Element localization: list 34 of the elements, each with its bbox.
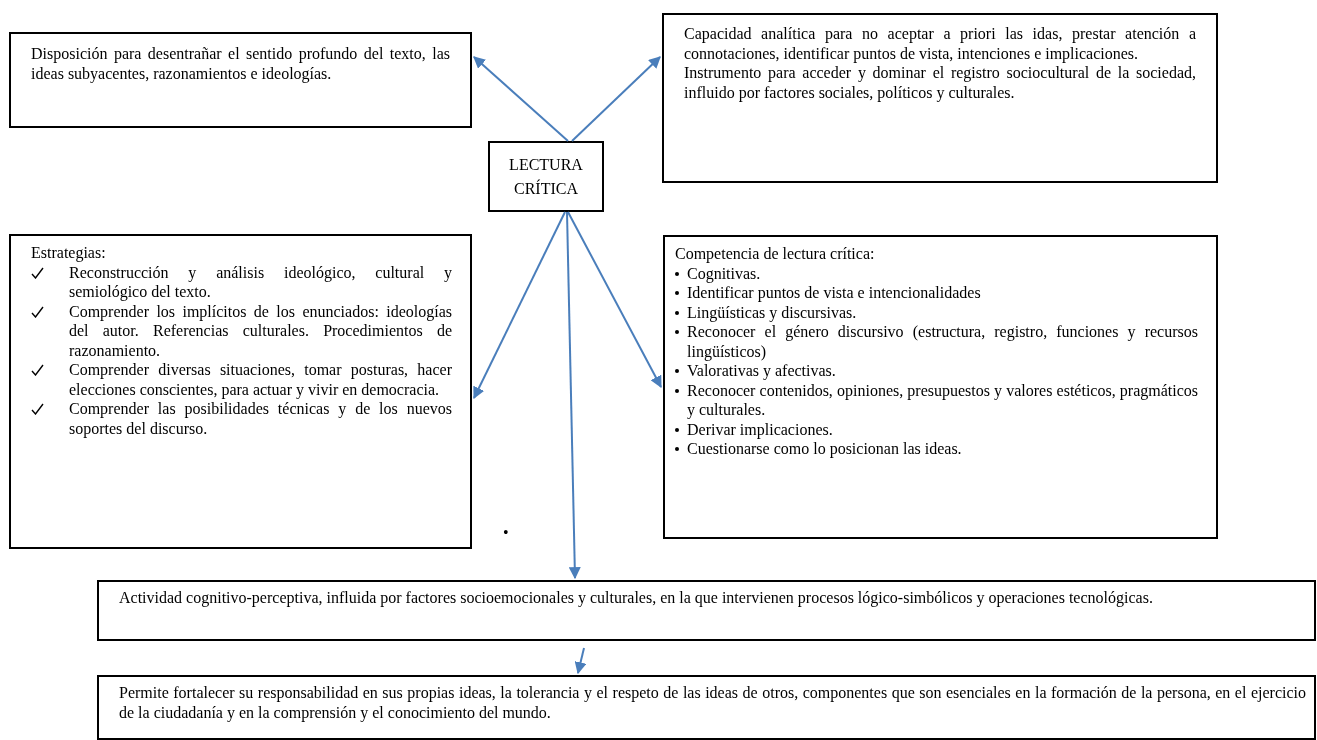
paragraph: Capacidad analítica para no aceptar a priori las idas, prestar atención a connotaciones, identificar puntos de vista, intenciones e implicaciones. [684, 24, 1196, 63]
arrow [574, 647, 587, 675]
list-item: Cuestionarse como lo posicionan las ideas. [687, 439, 963, 459]
list-item: Comprender las posibilidades técnicas y de los nuevos soportes del discurso. [69, 399, 452, 438]
text-box [97, 675, 1316, 740]
arrow [473, 211, 566, 400]
text-box [97, 580, 1316, 641]
list-item: Reconocer el género discursivo (estructura, registro, funciones y recursos lingüísticos) [687, 322, 1198, 361]
list-item: Reconocer contenidos, opiniones, presupuestos y valores estéticos, pragmáticos y culturales. [687, 380, 1198, 420]
text-box [662, 13, 1218, 183]
stray-mark: • [503, 523, 509, 543]
list-item: Reconstrucción y análisis ideológico, cultural y semiológico del texto. [69, 262, 452, 302]
paragraph: Disposición para desentrañar el sentido profundo del texto, las ideas subyacentes, razonamientos e ideologías. [31, 44, 450, 83]
text-box [9, 234, 472, 549]
arrow [566, 211, 581, 580]
node-title: LECTURA CRÍTICA [508, 155, 584, 199]
text-box [663, 235, 1218, 539]
paragraph: Permite fortalecer su responsabilidad en sus propias ideas, la tolerancia y el respeto de las ideas de otros, componentes que son esenciales en la formación de la persona, en el ejercicio de la ciudadanía y en la comprensión y el conocimiento del mundo. [119, 683, 1306, 722]
list-item: Derivar implicaciones. [687, 419, 834, 439]
paragraph: Instrumento para acceder y dominar el registro sociocultural de la sociedad, influido por factores sociales, políticos y culturales. [684, 63, 1196, 102]
arrow [473, 56, 569, 142]
arrow [567, 211, 662, 389]
list-item: Valorativas y afectivas. [687, 361, 837, 381]
text-box [9, 32, 472, 128]
paragraph: Actividad cognitivo-perceptiva, influida por factores socioemocionales y culturales, en la que intervienen procesos lógico-simbólicos y operaciones tecnológicas. [119, 588, 1154, 608]
list-item: Cognitivas. [687, 263, 762, 283]
list-item: Comprender diversas situaciones, tomar posturas, hacer elecciones conscientes, para actuar y vivir en democracia. [69, 360, 452, 399]
list-item: Comprender los implícitos de los enunciados: ideologías del autor. Referencias culturales. Procedimientos de razonamiento. [69, 301, 452, 360]
arrow [571, 56, 661, 142]
list-item: Identificar puntos de vista e intencionalidades [687, 283, 982, 303]
list-heading: Competencia de lectura crítica: [675, 244, 876, 264]
text-box [488, 141, 604, 212]
list-item: Lingüísticas y discursivas. [687, 302, 858, 322]
list-heading: Estrategias: [31, 243, 107, 263]
